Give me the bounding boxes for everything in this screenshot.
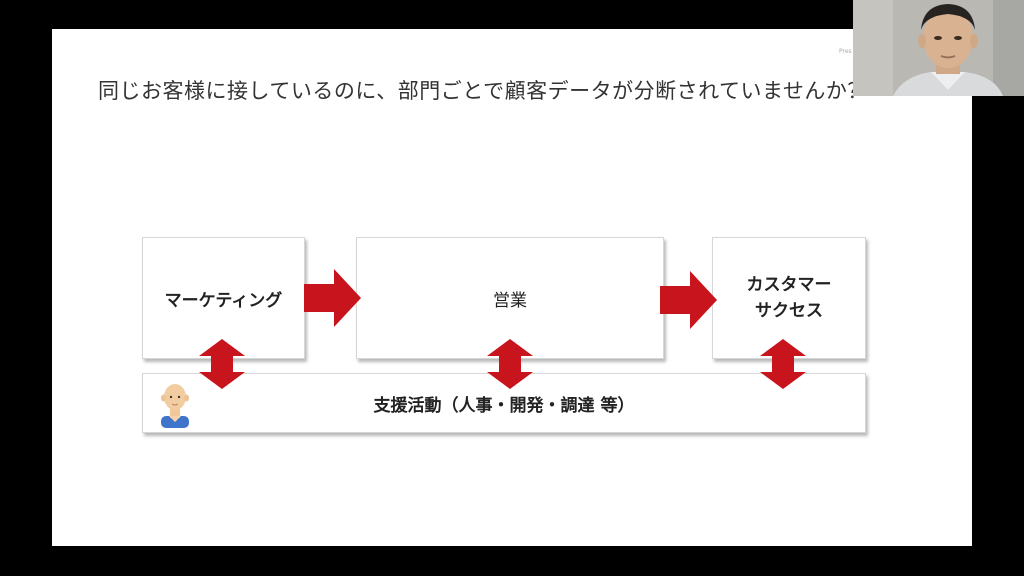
sales-box: 営業: [356, 237, 664, 359]
support-activities-label: 支援活動（人事・開発・調達 等）: [373, 395, 635, 416]
arrow-right-icon-marketing-to-sales: [304, 269, 361, 327]
presenter-video-icon: [853, 0, 1024, 96]
arrow-right-icon-sales-to-cs: [660, 271, 717, 329]
person-avatar-icon: [161, 384, 189, 428]
customer-success-label: カスタマー サクセス: [746, 275, 832, 321]
customer-success-box: カスタマー サクセス: [712, 237, 866, 359]
double-arrow-icon-sales: [487, 339, 533, 389]
marketing-box: マーケティング: [142, 237, 305, 359]
double-arrow-icon-customer-success: [760, 339, 806, 389]
double-arrow-icon-marketing: [199, 339, 245, 389]
presentation-slide: 同じお客様に接しているのに、部門ごとで顧客データが分断されていませんか？ Pre…: [52, 29, 972, 546]
sales-label: 営業: [493, 290, 527, 311]
webcam-video-feed: [853, 0, 1024, 96]
marketing-label: マーケティング: [164, 290, 283, 311]
slide-tag: Pres: [839, 48, 852, 55]
slide-title: 同じお客様に接しているのに、部門ごとで顧客データが分断されていませんか？: [98, 79, 869, 103]
